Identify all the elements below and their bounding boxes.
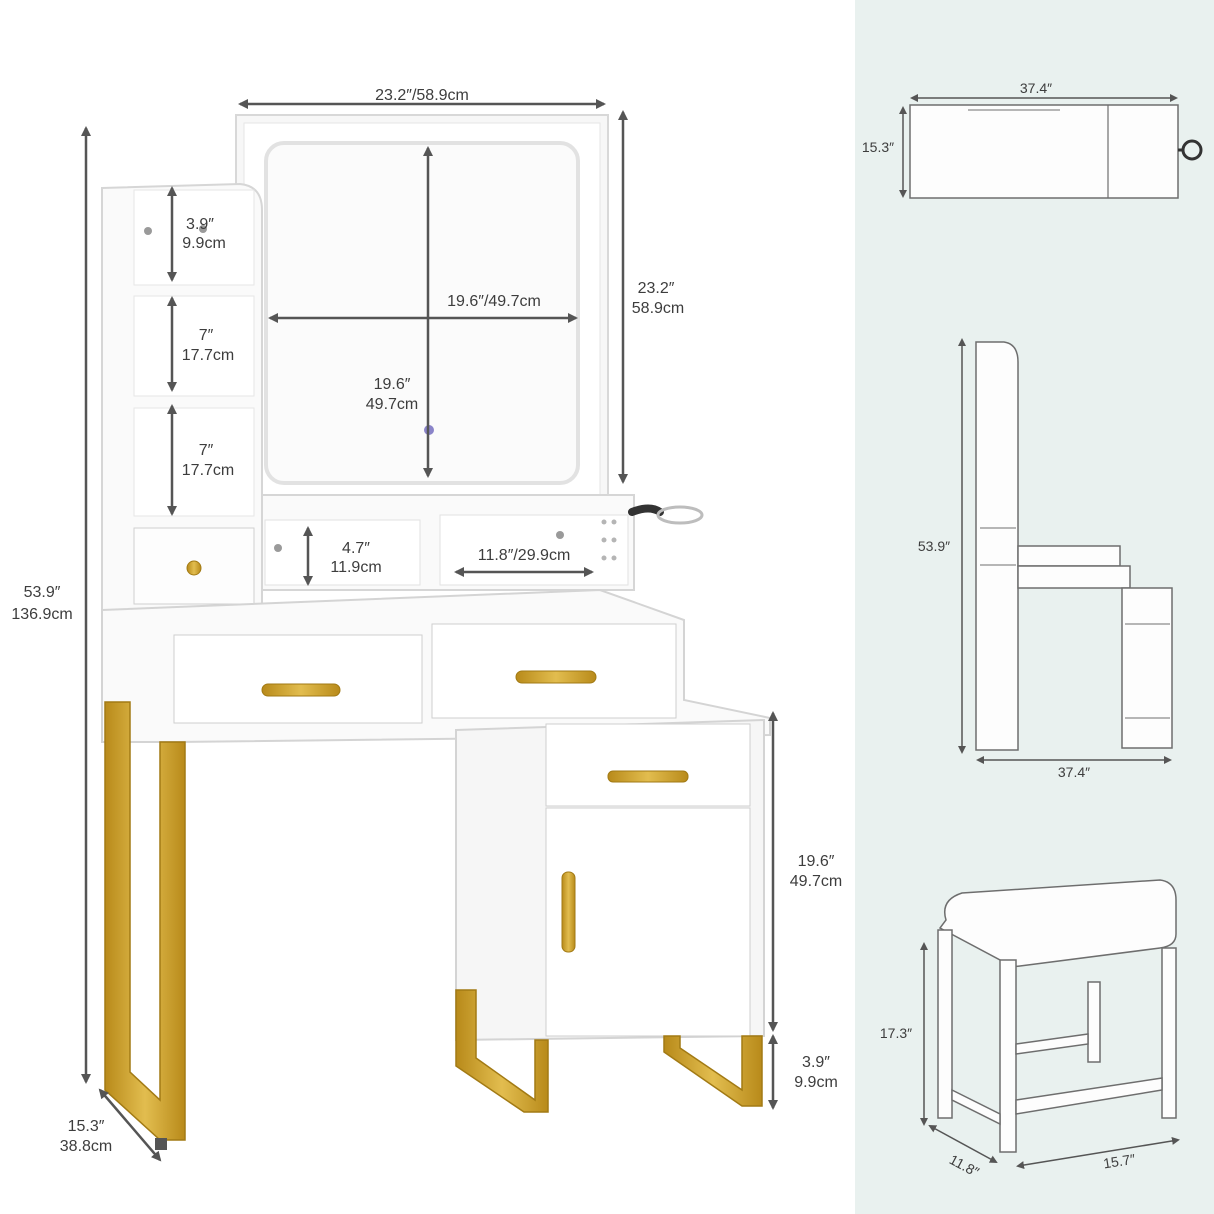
peg-holes [601, 519, 617, 561]
foot-pad [155, 1138, 167, 1150]
label-shelf-2-in: 7″ [199, 327, 214, 344]
stool-view: 17.3″ 11.8″ 15.7″ [880, 879, 1180, 1180]
label-top-depth: 15.3″ [862, 139, 894, 155]
label-shelf-1-in: 3.9″ [186, 216, 214, 233]
screw-icon [199, 225, 207, 233]
label-mirror-height-cm: 58.9cm [632, 300, 684, 317]
dim-depth [98, 1088, 162, 1162]
vanity-illustration [101, 114, 771, 1150]
dim-stool-width [1016, 1137, 1180, 1169]
drawer-knob-icon [186, 560, 202, 576]
gold-leg-left [104, 701, 186, 1141]
side-view-tower [975, 341, 1019, 751]
cabinet-drawer [545, 723, 751, 807]
label-side-width: 37.4″ [1058, 764, 1090, 780]
label-shelf-2-cm: 17.7cm [182, 347, 234, 364]
dim-stool-depth [928, 1125, 998, 1163]
label-mirror-width: 23.2″/58.9cm [375, 87, 469, 104]
gold-leg-cabinet-front [455, 989, 549, 1113]
stool-cushion [938, 879, 1177, 968]
shelf-1 [133, 189, 255, 286]
label-inner-height-in: 19.6″ [374, 376, 411, 393]
cubby-left [264, 519, 421, 586]
handle-icon [515, 670, 597, 684]
shelf-3 [133, 407, 255, 517]
label-cubby-width: 11.8″/29.9cm [478, 547, 571, 564]
cabinet-door [545, 807, 751, 1037]
stool-leg [1161, 947, 1177, 1119]
screw-icon [274, 544, 282, 552]
hairdryer-holder-icon [628, 504, 664, 516]
hairdryer-ring-icon [1181, 139, 1203, 161]
label-top-width: 37.4″ [1020, 80, 1052, 96]
label-stool-height: 17.3″ [880, 1025, 912, 1041]
label-total-height-cm: 136.9cm [11, 606, 72, 623]
hairdryer-ring-icon [656, 505, 704, 525]
label-depth-cm: 38.8cm [60, 1138, 112, 1155]
label-shelf-3-cm: 17.7cm [182, 462, 234, 479]
drawer-left [173, 634, 423, 724]
label-stool-depth: 11.8″ [947, 1151, 982, 1180]
top-view: 37.4″ 15.3″ [862, 80, 1203, 199]
side-view-cabinet [1121, 587, 1173, 749]
label-cubby-height-in: 4.7″ [342, 540, 370, 557]
label-shelf-1-cm: 9.9cm [182, 235, 226, 252]
gold-leg-cabinet-back [663, 1035, 763, 1107]
shelf-2 [133, 295, 255, 397]
screw-icon [556, 531, 564, 539]
stool-leg [999, 959, 1017, 1153]
screw-icon [144, 227, 152, 235]
label-total-height-in: 53.9″ [24, 584, 61, 601]
label-inner-height-cm: 49.7cm [366, 396, 418, 413]
label-side-height: 53.9″ [918, 538, 950, 554]
vanity-dimension-lines [81, 99, 778, 1162]
label-cabinet-height-in: 19.6″ [798, 853, 835, 870]
handle-icon [607, 770, 689, 783]
label-depth-in: 15.3″ [68, 1118, 105, 1135]
side-view: 53.9″ 37.4″ [918, 338, 1173, 780]
label-mirror-height-in: 23.2″ [638, 280, 675, 297]
top-view-outline [909, 104, 1179, 199]
label-leg-height-cm: 9.9cm [794, 1074, 838, 1091]
vanity-dimension-labels: 23.2″/58.9cm 23.2″ 58.9cm 19.6″/49.7cm 1… [11, 87, 842, 1155]
label-leg-height-in: 3.9″ [802, 1054, 830, 1071]
stool-leg [937, 929, 953, 1119]
label-cubby-height-cm: 11.9cm [330, 559, 381, 576]
mirror-glass [264, 141, 580, 485]
label-stool-width: 15.7″ [1102, 1151, 1136, 1172]
label-inner-width: 19.6″/49.7cm [447, 293, 541, 310]
handle-icon [261, 683, 341, 697]
label-cabinet-height-cm: 49.7cm [790, 873, 842, 890]
label-shelf-3-in: 7″ [199, 442, 214, 459]
door-handle-icon [561, 871, 576, 953]
